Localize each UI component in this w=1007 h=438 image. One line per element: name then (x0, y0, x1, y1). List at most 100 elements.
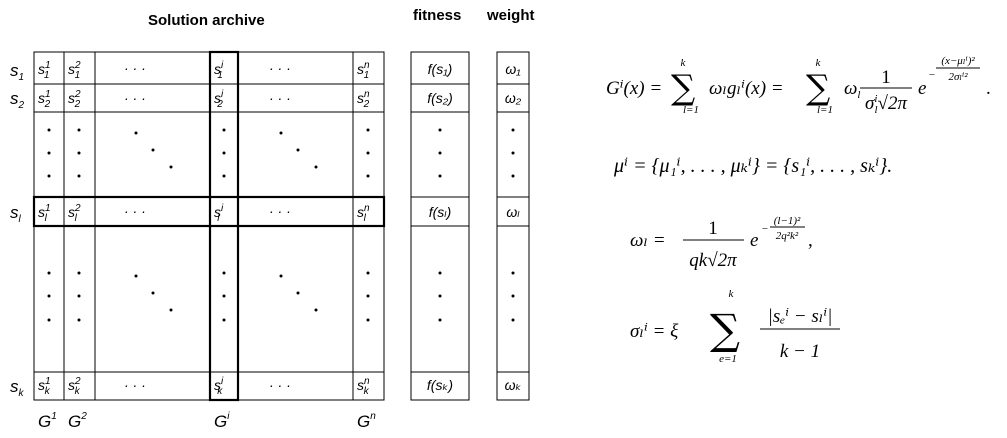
ellipsis-dot (151, 148, 155, 152)
archive-grid (32, 50, 386, 402)
ellipsis-dot (47, 294, 51, 298)
row-ellipsis: · · · (124, 377, 146, 393)
ellipsis-dot (77, 151, 81, 155)
ellipsis-dot (77, 318, 81, 322)
svg-text:ωₗgₗⁱ(x) =: ωₗgₗⁱ(x) = (709, 78, 784, 99)
ellipsis-dot (134, 131, 138, 135)
fitness-column (410, 51, 470, 401)
ellipsis-dot (222, 271, 226, 275)
svg-text:e: e (750, 230, 758, 251)
svg-text:qk√2π: qk√2π (689, 250, 737, 271)
ellipsis-dot (511, 128, 515, 132)
ellipsis-dot (77, 294, 81, 298)
ellipsis-dot (47, 151, 51, 155)
svg-text:(l−1)²: (l−1)² (774, 215, 801, 227)
ellipsis-dot (511, 174, 515, 178)
ellipsis-dot (438, 294, 442, 298)
gaussian-kernel-formula: Gⁱ(x) = k ∑ l=1 ωₗgₗⁱ(x) = k ∑ l=1 ωl 1 … (606, 55, 991, 116)
svg-text:Gⁱ(x) =: Gⁱ(x) = (606, 78, 662, 99)
ellipsis-dot (438, 128, 442, 132)
row-label-s2: s2 (10, 89, 25, 111)
weight-value-1: ω₁ (505, 61, 521, 77)
svg-text:l=1: l=1 (683, 104, 699, 116)
ellipsis-dots (47, 128, 515, 322)
svg-text:k: k (681, 57, 687, 69)
weight-value-k: ωₖ (505, 377, 522, 393)
ellipsis-dot (438, 174, 442, 178)
svg-text:k: k (816, 57, 822, 69)
ellipsis-dot (222, 128, 226, 132)
ellipsis-dot (134, 274, 138, 278)
svg-text:k: k (729, 288, 735, 300)
fitness-value-s1: f(s₁) (428, 61, 453, 77)
ellipsis-dot (314, 165, 318, 169)
ellipsis-dot (222, 318, 226, 322)
ellipsis-dot (366, 151, 370, 155)
row-ellipsis: · · · (124, 203, 146, 219)
fitness-value-sl: f(sₗ) (429, 204, 452, 220)
svg-text:l=1: l=1 (817, 104, 833, 116)
ellipsis-dot (47, 271, 51, 275)
weight-header: weight (486, 7, 535, 24)
sum-symbol: ∑ (671, 68, 695, 108)
row-ellipsis: · · · (269, 60, 291, 76)
svg-text:σil√2π: σil√2π (865, 93, 907, 116)
ellipsis-dot (511, 271, 515, 275)
ellipsis-dot (169, 165, 173, 169)
ellipsis-dot (222, 294, 226, 298)
row-label-sk: sk (10, 377, 25, 399)
ellipsis-dot (47, 128, 51, 132)
ellipsis-dot (438, 151, 442, 155)
ellipsis-dot (222, 174, 226, 178)
svg-text:1: 1 (881, 67, 891, 88)
fitness-value-s2: f(s₂) (427, 90, 453, 106)
svg-text:e: e (918, 78, 926, 99)
svg-text:(x−μₗⁱ)²: (x−μₗⁱ)² (941, 55, 975, 67)
ellipsis-dot (279, 131, 283, 135)
svg-text:.: . (986, 78, 991, 99)
weight-value-l: ωₗ (506, 204, 520, 220)
row-ellipsis: · · · (124, 90, 146, 106)
ellipsis-dot (511, 294, 515, 298)
fitness-header: fitness (413, 7, 461, 24)
row-ellipsis: · · · (269, 90, 291, 106)
svg-text:|sₑⁱ − sₗⁱ|: |sₑⁱ − sₗⁱ| (768, 306, 833, 327)
mean-vector-formula: μⁱ = {μ₁ⁱ, . . . , μₖⁱ} = {s₁ⁱ, . . . , … (613, 155, 892, 177)
weight-formula: ωₗ = 1 qk√2π e − (l−1)² 2q²k² , (630, 215, 813, 271)
svg-text:σₗⁱ = ξ: σₗⁱ = ξ (630, 321, 679, 342)
column-label-gn: Gn (357, 411, 376, 431)
ellipsis-dot (151, 291, 155, 295)
ellipsis-dot (47, 174, 51, 178)
ellipsis-dot (47, 318, 51, 322)
ellipsis-dot (366, 294, 370, 298)
ellipsis-dot (77, 271, 81, 275)
row-label-sl: sl (10, 203, 22, 225)
fitness-value-sk: f(sₖ) (427, 377, 453, 393)
svg-text:1: 1 (708, 218, 718, 239)
ellipsis-dot (438, 271, 442, 275)
ellipsis-dot (279, 274, 283, 278)
svg-text:ωₗ =: ωₗ = (630, 230, 666, 251)
ellipsis-dot (77, 128, 81, 132)
std-deviation-formula: σₗⁱ = ξ k ∑ e=1 |sₑⁱ − sₗⁱ| k − 1 (630, 288, 840, 365)
row-ellipsis: · · · (269, 377, 291, 393)
column-label-g1: G1 (38, 411, 57, 431)
row-label-s1: s1 (10, 61, 24, 83)
svg-text:−: − (928, 69, 935, 81)
svg-text:2q²k²: 2q²k² (776, 230, 799, 242)
